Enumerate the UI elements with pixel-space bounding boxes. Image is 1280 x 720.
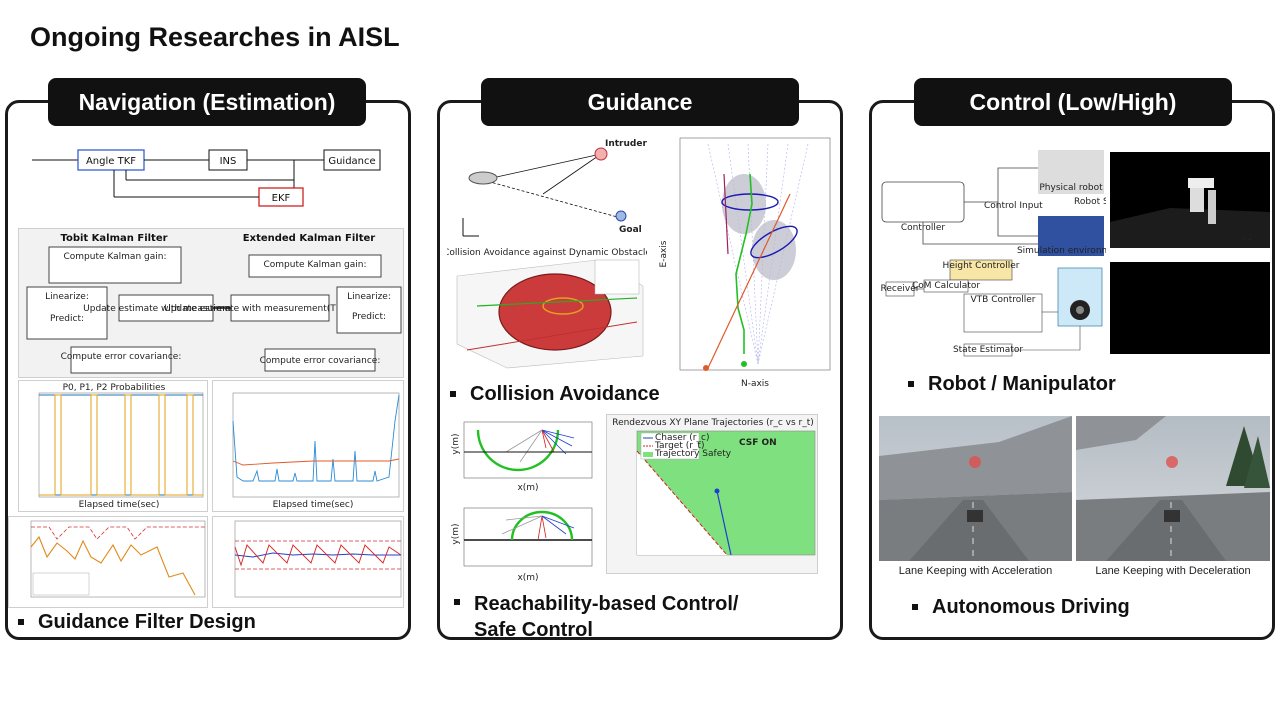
ekf-update-label: Update estimate with measurement(TKF est…: [164, 304, 396, 314]
rendezvous-plot: Rendezvous XY Plane Trajectories (r_c vs…: [606, 414, 818, 574]
ins-label: INS: [220, 156, 237, 167]
tobit-predict-label: Predict:: [50, 314, 84, 324]
ekf-linearize-label: Linearize:: [347, 292, 391, 302]
tobit-linearize-label: Linearize:: [45, 292, 89, 302]
n-axis-label: N-axis: [741, 379, 769, 389]
reachability-plot-top: y(m) x(m): [446, 418, 596, 496]
collision-avoidance-text: Collision Avoidance: [470, 383, 660, 405]
bullet-square: [450, 391, 456, 397]
tobit-cov-label: Compute error covariance:: [61, 352, 182, 362]
look-angle-plot: [8, 516, 208, 608]
estimation-error-plot: Elapsed time(sec): [212, 380, 404, 512]
control-input-label: Control Input: [984, 201, 1043, 211]
control-tab: Control (Low/High): [914, 78, 1232, 126]
legend-target: Target (r_t): [654, 441, 704, 451]
collision-plot-title: Collision Avoidance against Dynamic Obst…: [447, 248, 647, 258]
guidance-tab: Guidance: [481, 78, 799, 126]
robot-status-label: Robot Status: [1074, 197, 1106, 207]
probability-plot-title: P0, P1, P2 Probabilities: [63, 383, 166, 393]
guidance-label: Guidance: [328, 156, 375, 167]
look-angle-error-plot: [212, 516, 404, 608]
autonomous-driving-text: Autonomous Driving: [932, 596, 1130, 618]
ekf-gain-label: Compute Kalman gain:: [264, 260, 367, 270]
ekf-cov-label: Compute error covariance:: [260, 356, 381, 366]
tobit-update-label: Update estimate with measurement:: [83, 304, 249, 314]
driving-scene-deceleration: [1076, 416, 1270, 561]
robot-render-image: x2: [1110, 152, 1270, 248]
intruder-geometry-figure: Intruder Goal: [443, 136, 648, 244]
goal-label: Goal: [619, 225, 642, 235]
intruder-label: Intruder: [605, 139, 647, 149]
guidance-filter-text: Guidance Filter Design: [38, 611, 256, 633]
simulation-env-label: Simulation environment: [1017, 246, 1106, 256]
ekf-predict-label: Predict:: [352, 312, 386, 322]
vtb-controller-diagram: Receiver Height Controller CoM Calculato…: [880, 258, 1106, 366]
tobit-title: Tobit Kalman Filter: [60, 233, 167, 244]
reach-top-xlabel: x(m): [517, 483, 538, 493]
probability-plot: P0, P1, P2 Probabilities Elapsed time(se…: [18, 380, 208, 512]
reach-top-ylabel: y(m): [451, 433, 461, 454]
reach-bottom-ylabel: y(m): [451, 523, 461, 544]
legend-safety: Trajectory Safety: [654, 449, 732, 459]
bullet-square: [454, 599, 460, 605]
robot-manipulator-text: Robot / Manipulator: [928, 373, 1116, 395]
navigation-tab: Navigation (Estimation): [48, 78, 366, 126]
com-calculator-label: CoM Calculator: [912, 281, 980, 291]
bullet-square: [908, 381, 914, 387]
zoom-label: x2: [1242, 233, 1253, 243]
robot-manipulator-bullet: Robot / Manipulator: [908, 373, 1116, 396]
reachability-line1: Reachability-based Control/: [474, 593, 739, 615]
legend-chaser: Chaser (r_c): [655, 433, 709, 443]
page-title: Ongoing Researches in AISL: [30, 22, 400, 52]
vtb-controller-label: VTB Controller: [971, 295, 1036, 305]
e-axis-label: E-axis: [659, 240, 669, 267]
error-plot-xlabel: Elapsed time(sec): [273, 500, 354, 510]
reachability-bullet: Reachability-based Control/ Safe Control: [454, 591, 739, 643]
quadruped-render-image: [1110, 262, 1270, 354]
reachability-plot-bottom: y(m) x(m): [446, 504, 596, 584]
kalman-filter-flow-figure: Tobit Kalman Filter Extended Kalman Filt…: [18, 228, 404, 378]
guidance-filter-bullet: Guidance Filter Design: [18, 611, 256, 634]
autonomous-driving-bullet: Autonomous Driving: [912, 596, 1130, 619]
reachability-text: Reachability-based Control/ Safe Control: [474, 591, 739, 643]
ekf-title: Extended Kalman Filter: [243, 233, 375, 244]
rendezvous-title: Rendezvous XY Plane Trajectories (r_c vs…: [612, 418, 814, 428]
caption-acceleration: Lane Keeping with Acceleration: [898, 565, 1053, 577]
ne-trajectory-plot: E-axis N-axis: [658, 134, 834, 390]
collision-3d-plot: Collision Avoidance against Dynamic Obst…: [447, 246, 647, 370]
bullet-square: [912, 604, 918, 610]
angle-tkf-label: Angle TKF: [86, 156, 136, 167]
probability-plot-xlabel: Elapsed time(sec): [79, 500, 160, 510]
receiver-label: Receiver: [881, 284, 920, 294]
navigation-block-diagram: Angle TKF INS Guidance EKF: [14, 136, 400, 224]
bullet-square: [18, 619, 24, 625]
caption-deceleration: Lane Keeping with Deceleration: [1095, 565, 1251, 577]
driving-scene-acceleration: [879, 416, 1072, 561]
height-controller-label: Height Controller: [943, 261, 1020, 271]
reach-bottom-xlabel: x(m): [517, 573, 538, 583]
physical-robot-label: Physical robot: [1039, 183, 1103, 193]
state-estimator-label: State Estimator: [953, 345, 1023, 355]
robot-control-diagram: Controller Physical robot Simulation env…: [878, 148, 1106, 258]
ekf-label: EKF: [272, 193, 291, 204]
reachability-line2: Safe Control: [474, 619, 593, 641]
csf-on-label: CSF ON: [739, 438, 777, 448]
collision-avoidance-bullet: Collision Avoidance: [450, 383, 660, 406]
tobit-gain-label: Compute Kalman gain:: [64, 252, 167, 262]
